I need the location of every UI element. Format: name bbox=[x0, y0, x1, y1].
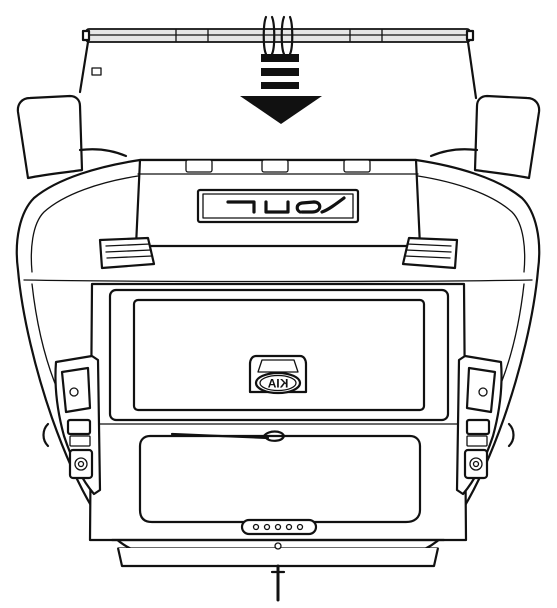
crossbar bbox=[78, 15, 478, 100]
kia-badge-text: KIA bbox=[267, 377, 288, 391]
right-tail-lamp bbox=[455, 354, 515, 496]
tailgate bbox=[88, 282, 468, 549]
left-mirror bbox=[16, 94, 128, 180]
down-arrow-icon bbox=[240, 54, 322, 124]
left-tail-lamp bbox=[42, 354, 102, 496]
tailgate-handle bbox=[240, 518, 318, 536]
rear-bumper bbox=[116, 542, 440, 602]
kia-emblem-icon: KIA bbox=[248, 354, 308, 395]
left-vent bbox=[98, 236, 156, 270]
soul-logo-icon bbox=[196, 188, 360, 224]
right-mirror bbox=[429, 94, 541, 180]
right-vent bbox=[401, 236, 459, 270]
